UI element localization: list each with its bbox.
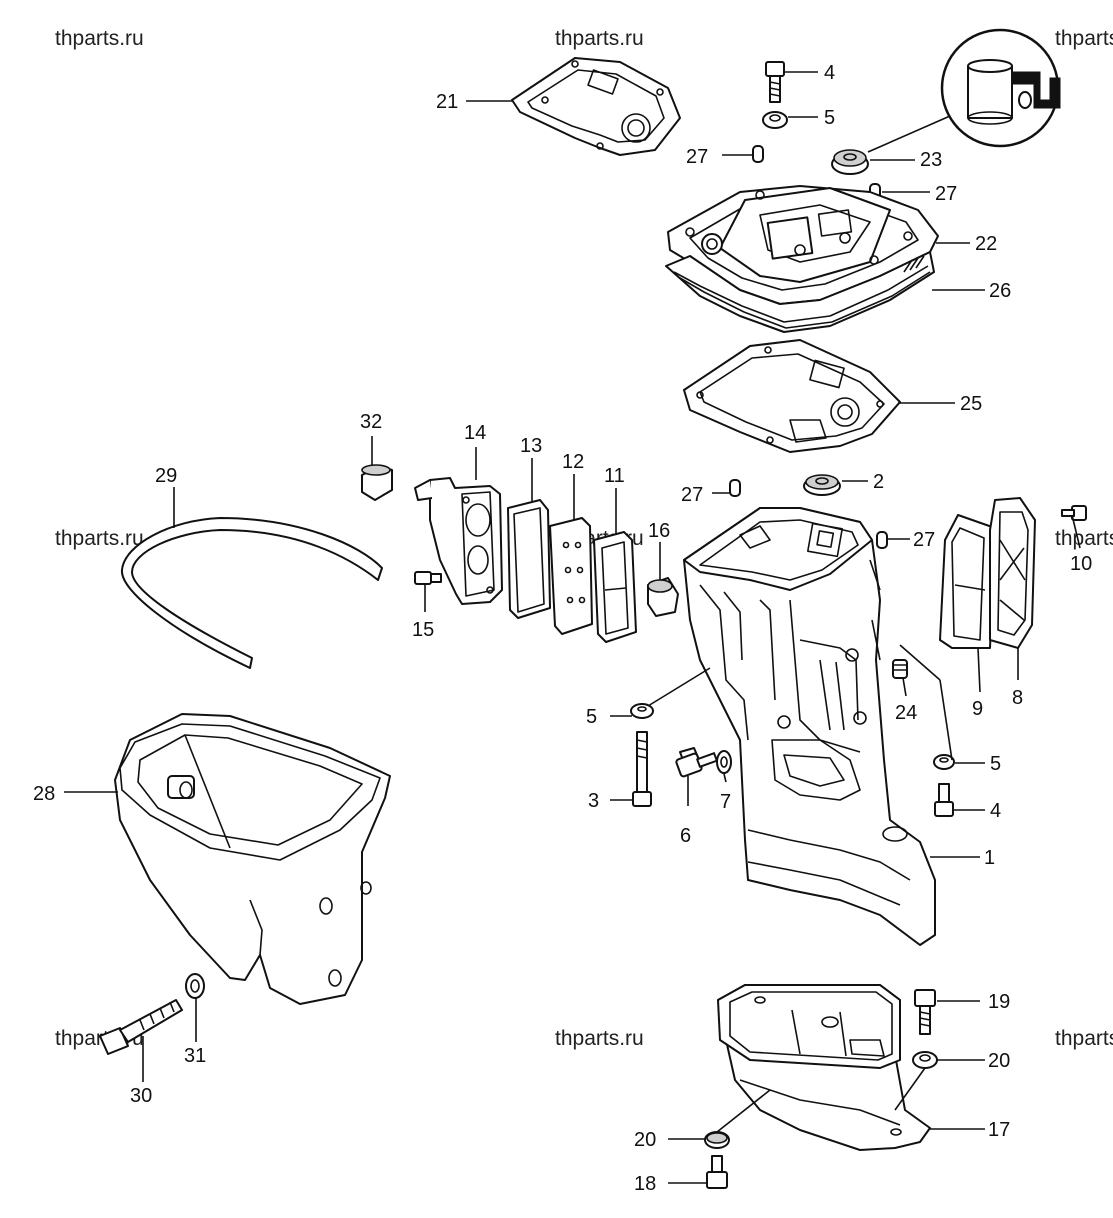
callout-29: 29 <box>155 465 177 487</box>
part-2-seal <box>803 474 841 496</box>
callout-30: 30 <box>130 1085 152 1107</box>
callout-17: 17 <box>988 1119 1010 1141</box>
part-13-gasket <box>507 499 551 619</box>
callout-24: 24 <box>895 702 917 724</box>
callout-27: 27 <box>686 146 708 168</box>
callout-10: 10 <box>1070 553 1092 575</box>
watermark: thparts.ru <box>1055 1027 1113 1050</box>
leader-lines <box>64 71 1081 1184</box>
callout-5: 5 <box>586 706 597 728</box>
part-21-gasket <box>511 57 681 156</box>
watermark: thparts.ru <box>555 1027 644 1050</box>
callout-12: 12 <box>562 451 584 473</box>
callout-8: 8 <box>1012 687 1023 709</box>
part-18-bolt <box>706 1155 728 1189</box>
callout-5: 5 <box>824 107 835 129</box>
part-7-washer <box>716 750 732 774</box>
callout-19: 19 <box>988 991 1010 1013</box>
watermark: thparts.ru <box>1055 527 1113 550</box>
part-24-plug <box>892 659 908 679</box>
callout-1: 1 <box>984 847 995 869</box>
callout-27: 27 <box>681 484 703 506</box>
part-19-bolt <box>914 989 936 1035</box>
part-26-gasket <box>665 251 935 333</box>
callout-32: 32 <box>360 411 382 433</box>
part-4-bolt-top <box>765 61 785 103</box>
callout-9: 9 <box>972 698 983 720</box>
part-27-pin-a <box>752 145 764 163</box>
part-5-washer-left <box>630 703 654 719</box>
callout-4: 4 <box>990 800 1001 822</box>
callout-7: 7 <box>720 791 731 813</box>
callout-11: 11 <box>604 465 625 487</box>
part-28-apron <box>114 713 391 1005</box>
part-27-pin-c <box>729 479 741 497</box>
callout-16: 16 <box>648 520 670 542</box>
callout-20: 20 <box>988 1050 1010 1072</box>
callout-3: 3 <box>588 790 599 812</box>
callout-26: 26 <box>989 280 1011 302</box>
callout-28: 28 <box>33 783 55 805</box>
callout-15: 15 <box>412 619 434 641</box>
callout-18: 18 <box>634 1173 656 1195</box>
callout-27: 27 <box>913 529 935 551</box>
part-3-bolt <box>632 731 652 807</box>
callout-2: 2 <box>873 471 884 493</box>
part-6-bolt <box>675 747 718 778</box>
callout-13: 13 <box>520 435 542 457</box>
part-12-plate <box>549 517 593 635</box>
part-10-bolt <box>1061 505 1087 521</box>
callout-31: 31 <box>184 1045 206 1067</box>
callout-5: 5 <box>990 753 1001 775</box>
callout-25: 25 <box>960 393 982 415</box>
part-30-bolt <box>99 999 183 1055</box>
callout-14: 14 <box>464 422 486 444</box>
callout-21: 21 <box>436 91 458 113</box>
part-15-bolt <box>414 571 442 585</box>
part-32-grommet <box>361 464 393 501</box>
part-29-seal-strip <box>120 517 383 669</box>
part-22-mount-plate <box>667 185 939 305</box>
part-27-pin-d <box>876 531 888 549</box>
part-8-cover-plate <box>989 497 1036 649</box>
watermark: thparts.ru <box>55 27 144 50</box>
part-17-lower-case <box>717 984 931 1151</box>
part-31-washer <box>185 973 205 999</box>
callout-22: 22 <box>975 233 997 255</box>
detail-magnifier <box>867 28 1061 153</box>
part-1-driveshaft-housing <box>683 507 936 946</box>
part-5-washer-right <box>933 754 955 770</box>
callout-labels: 21 4 5 27 23 27 22 26 25 2 27 27 32 14 1… <box>33 62 1092 1195</box>
callout-27: 27 <box>935 183 957 205</box>
part-9-gasket <box>939 514 996 649</box>
part-4-bolt-right <box>934 783 954 817</box>
part-20-washer-right <box>912 1051 938 1069</box>
callout-20: 20 <box>634 1129 656 1151</box>
part-11-gasket <box>593 531 637 643</box>
callout-4: 4 <box>824 62 835 84</box>
part-20-washer-left <box>704 1131 730 1149</box>
part-16-grommet <box>647 577 679 617</box>
watermarks: thparts.ru thparts.ru thparts.ru thparts… <box>55 27 1113 1050</box>
watermark: thparts.ru <box>55 527 144 550</box>
part-25-gasket <box>683 339 901 453</box>
watermark: thparts.ru <box>555 27 644 50</box>
part-14-cover <box>414 477 503 605</box>
callout-6: 6 <box>680 825 691 847</box>
watermark: thparts.ru <box>1055 27 1113 50</box>
part-23-seal <box>831 149 869 175</box>
part-5-washer-top <box>762 111 788 129</box>
callout-23: 23 <box>920 149 942 171</box>
